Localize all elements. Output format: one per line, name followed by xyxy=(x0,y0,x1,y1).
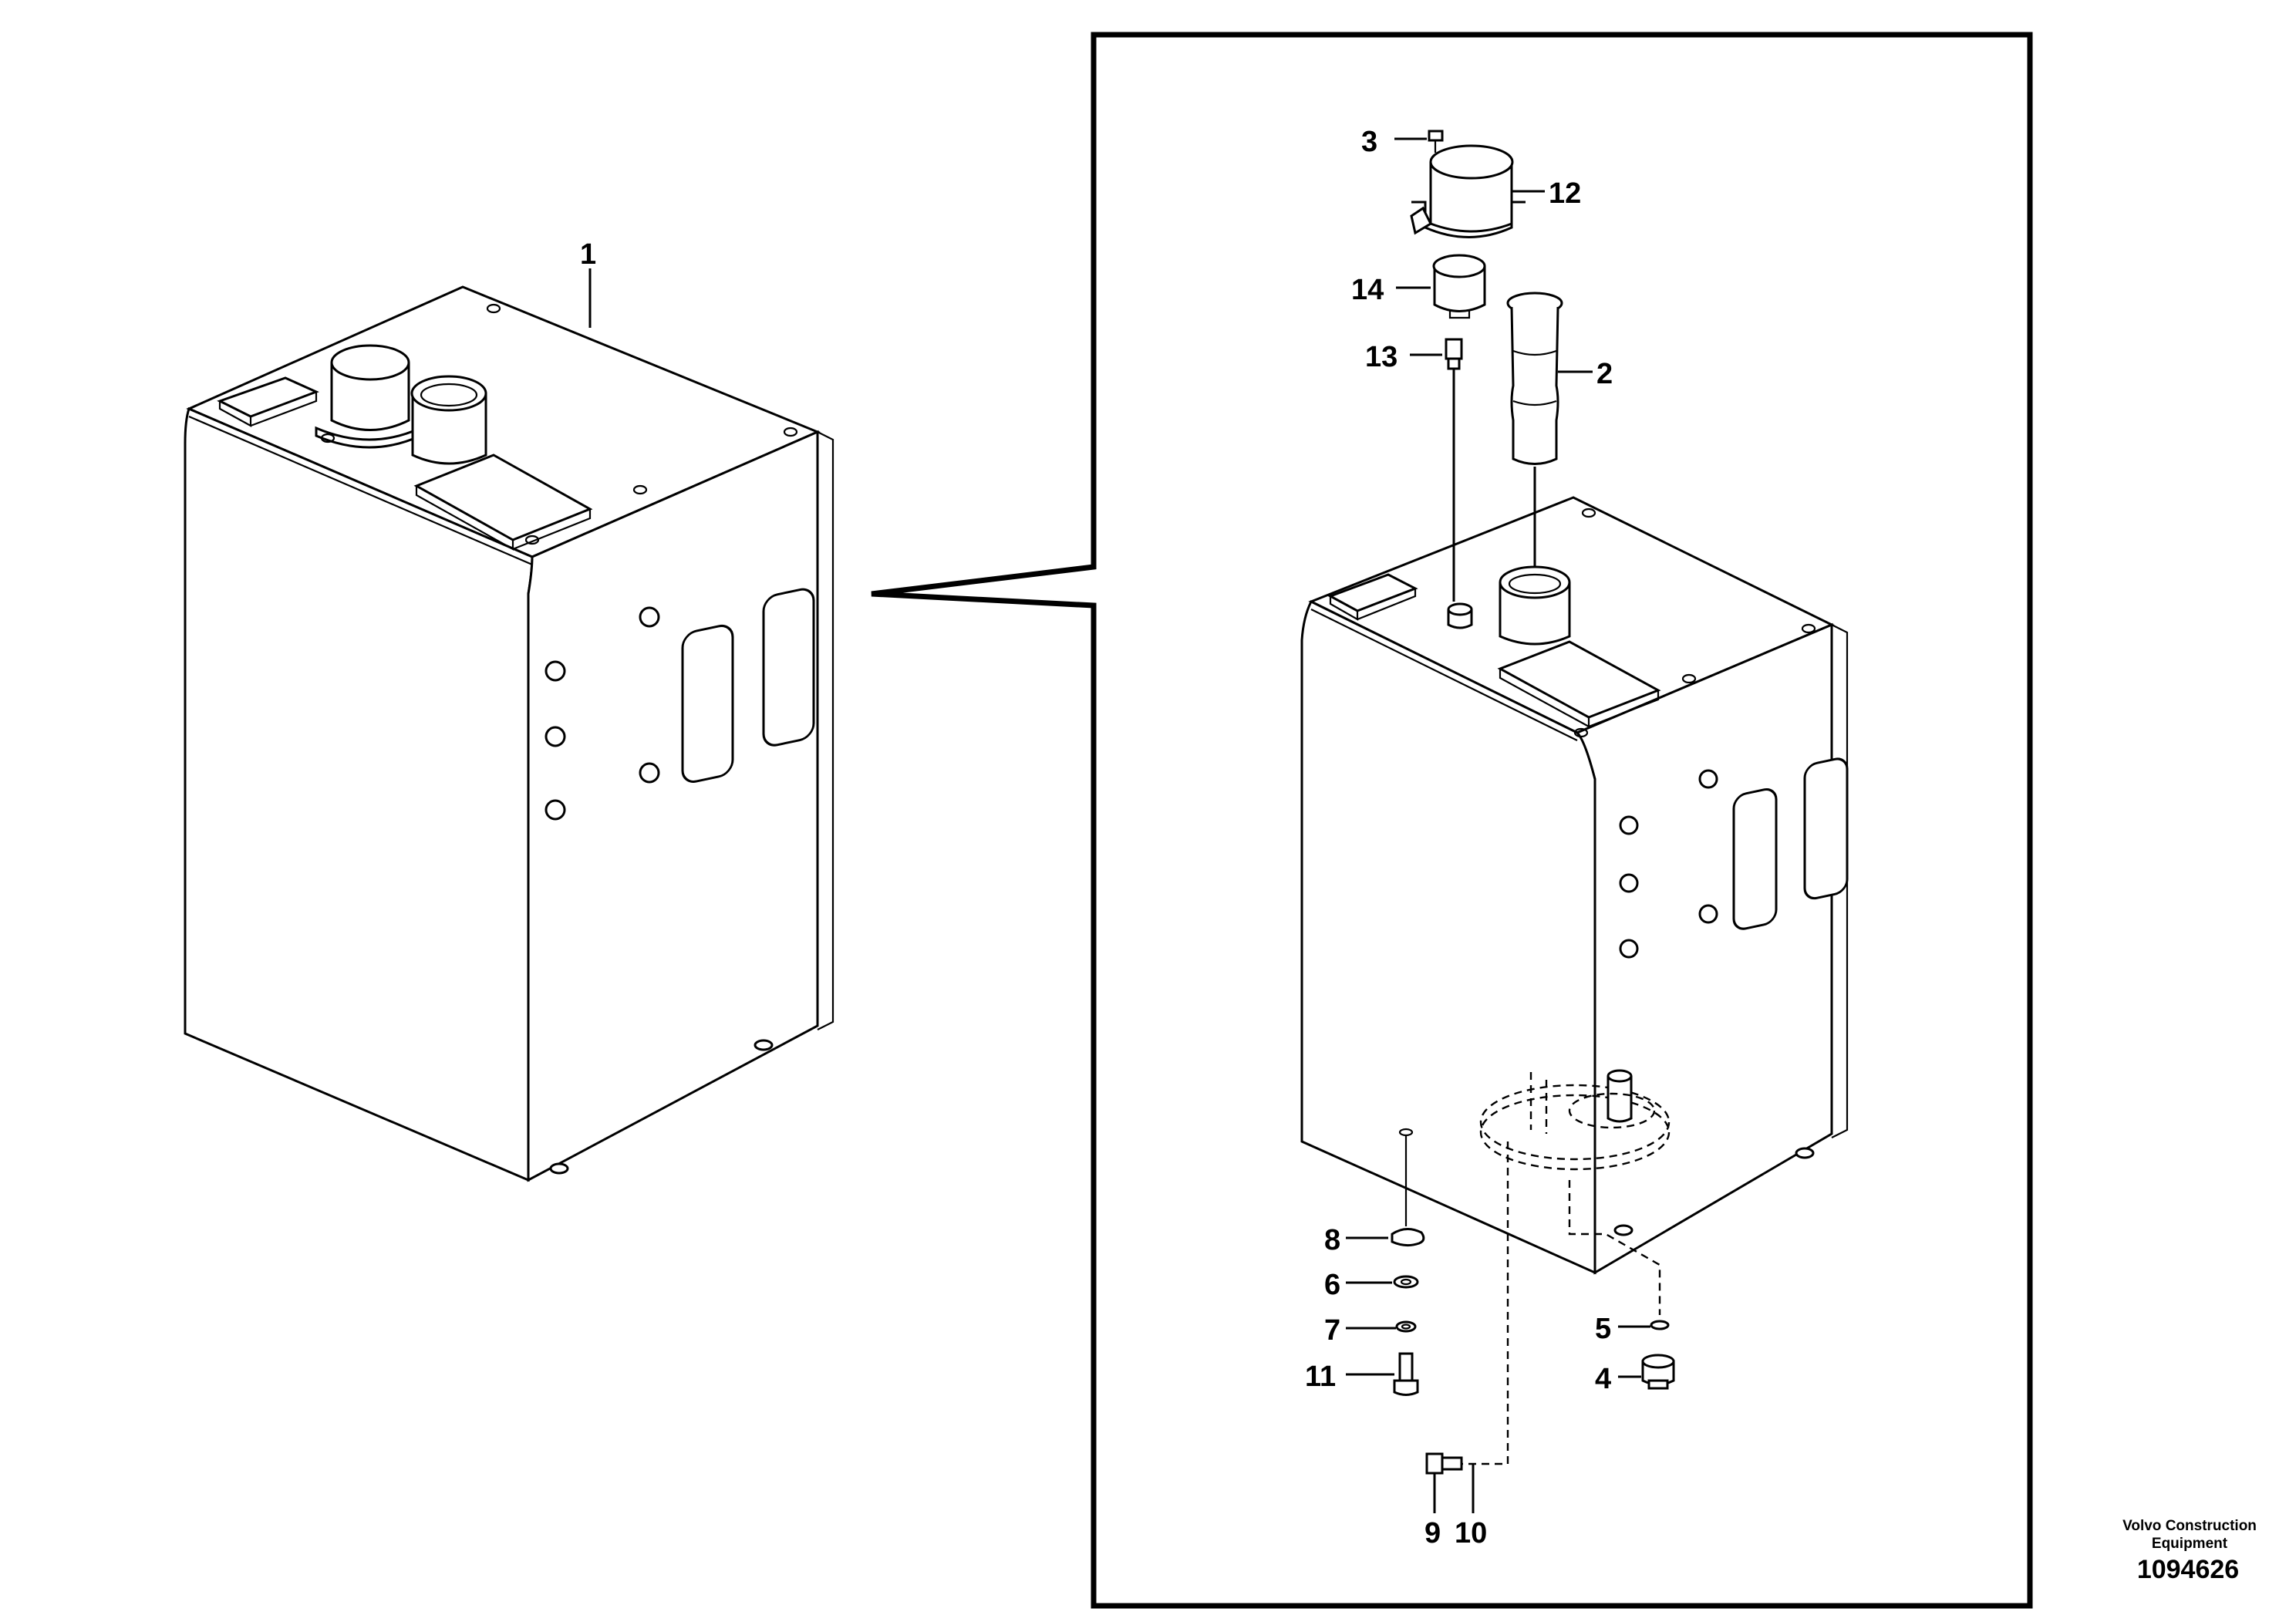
part-9-10-plug xyxy=(1425,1141,1509,1475)
part-2-strainer xyxy=(1506,292,1563,567)
brand-line-1: Volvo Construction xyxy=(2122,1518,2257,1534)
document-number: 1094626 xyxy=(2136,1555,2240,1584)
callout-1: 1 xyxy=(580,238,596,271)
lower-left-stack xyxy=(1391,1128,1425,1396)
callout-4: 4 xyxy=(1595,1363,1611,1395)
callout-10: 10 xyxy=(1455,1517,1487,1549)
callout-14: 14 xyxy=(1351,274,1384,306)
exploded-tank xyxy=(1300,496,1849,1275)
brand-label: Volvo Construction Equipment xyxy=(2097,1517,2282,1553)
assembled-tank xyxy=(184,285,834,1182)
callout-5: 5 xyxy=(1595,1313,1611,1345)
part-13-sensor xyxy=(1445,338,1463,602)
lower-right-stack xyxy=(1568,1180,1675,1390)
callout-12: 12 xyxy=(1549,177,1581,210)
callout-6: 6 xyxy=(1324,1269,1340,1301)
callout-11: 11 xyxy=(1305,1361,1336,1393)
part-12-breather xyxy=(1410,144,1526,238)
callout-7: 7 xyxy=(1324,1314,1340,1347)
callout-8: 8 xyxy=(1324,1224,1340,1256)
part-14-filter xyxy=(1432,254,1486,319)
brand-line-2: Equipment xyxy=(2151,1536,2228,1552)
callout-13: 13 xyxy=(1365,341,1397,373)
part-3-screw xyxy=(1428,130,1444,153)
callout-2: 2 xyxy=(1596,358,1613,390)
callout-3: 3 xyxy=(1361,126,1377,158)
callout-9: 9 xyxy=(1424,1517,1441,1549)
